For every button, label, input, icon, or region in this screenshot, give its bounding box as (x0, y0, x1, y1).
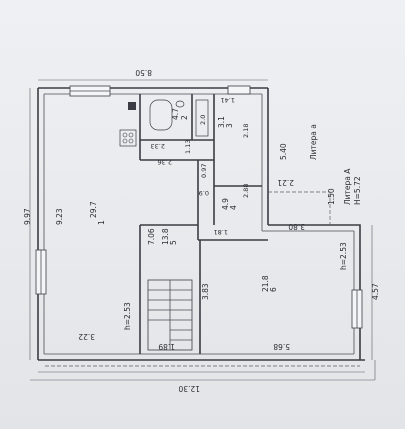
dim-left-height: 9.97 (23, 208, 32, 225)
room-4-number: 4 (229, 205, 238, 210)
dimension-labels: 8.50 12.30 9.97 9.23 3.22 1.89 5.68 4.57… (23, 68, 380, 393)
dim-corridor-w: 2.36 (158, 158, 172, 166)
height-H-label: H=5.72 (353, 176, 362, 205)
dim-small-b: 0.9 (199, 189, 209, 197)
room-1-area: 29.7 (89, 201, 98, 218)
room-5-number: 5 (169, 240, 178, 245)
dim-annex-w: 2.21 (277, 178, 294, 187)
dim-annex-bottom: 3.80 (288, 222, 305, 231)
dim-annex-v: 5.40 (279, 143, 288, 160)
room-4-area: 4.9 (221, 198, 230, 210)
annex-a (45, 191, 360, 367)
dim-bath-top: 1.41 (221, 96, 235, 104)
dim-right-outer: 4.57 (371, 283, 380, 300)
dim-small-v: 1.13 (184, 140, 192, 154)
dim-small-v2: 0.97 (200, 164, 208, 178)
dim-top-width: 8.50 (135, 68, 152, 77)
room-6-area: 21.8 (261, 275, 270, 292)
room-2-area: 4.7 (171, 108, 180, 120)
dim-bottom-left: 3.22 (78, 332, 95, 341)
liter-A-label: Литера А (343, 168, 352, 205)
room-5-area: 13.8 (161, 228, 170, 245)
dim-left-inner: 9.23 (55, 208, 64, 225)
room-labels: 1 29.7 2 4.7 3 3.1 4 4.9 5 13.8 6 21.8 2… (89, 108, 278, 292)
room-2-number: 2 (180, 115, 189, 120)
dim-bottom-mid: 1.89 (158, 342, 175, 351)
room-6-number: 6 (269, 287, 278, 292)
dim-bottom-width: 12.30 (178, 384, 200, 393)
height-right: h=2.53 (339, 242, 348, 270)
annotations: h=2.53 h=2.53 Литера а Литера А H=5.72 (123, 124, 362, 330)
dim-annex-h: 1.50 (327, 188, 336, 205)
dim-corridor-h: 2.88 (242, 184, 250, 198)
room-1-number: 1 (97, 220, 106, 225)
staircase (147, 279, 193, 351)
wc-area: 2.0 (199, 115, 207, 125)
dim-corridor-w2: 1.81 (214, 228, 228, 236)
liter-a-label: Литера а (309, 124, 318, 160)
dim-kitchen-upper: 2.33 (151, 142, 165, 150)
room-3-area: 3.1 (217, 116, 226, 128)
windows (35, 85, 363, 329)
dim-stair-height: 7.06 (147, 228, 156, 245)
height-left: h=2.53 (123, 302, 132, 330)
dimension-lines (29, 79, 376, 381)
partitions (139, 94, 268, 354)
fixtures (119, 99, 209, 147)
dim-room6-left: 3.83 (201, 283, 210, 300)
dim-room3-h: 2.18 (242, 124, 250, 138)
dim-bottom-right: 5.68 (273, 342, 290, 351)
room-3-number: 3 (225, 123, 234, 128)
